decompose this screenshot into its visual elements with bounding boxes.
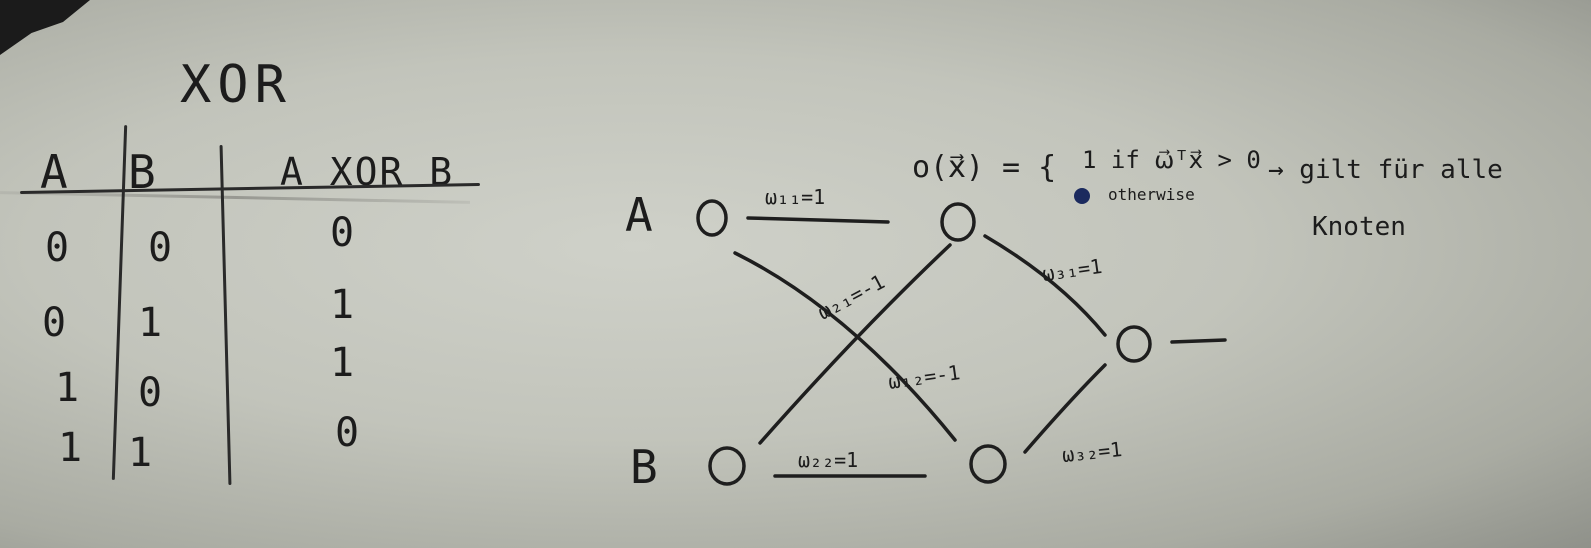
table-cell: 0 <box>45 225 72 271</box>
edge-w31 <box>983 234 1107 337</box>
node-hidden-2 <box>969 444 1007 484</box>
edge-w12 <box>733 251 957 442</box>
node-input-a <box>696 199 728 237</box>
table-cell: 0 <box>148 225 175 271</box>
table-cell: 0 <box>138 370 165 416</box>
weight-label-w11: ω₁₁=1 <box>765 185 826 209</box>
table-cell: 1 <box>128 430 155 476</box>
table-cell: 1 <box>58 425 85 471</box>
note-line-2: Knoten <box>1312 212 1406 242</box>
weight-label-w22: ω₂₂=1 <box>798 448 859 472</box>
table-cell: 1 <box>330 340 357 386</box>
table-cell: 1 <box>55 365 82 411</box>
node-input-b <box>708 446 746 486</box>
note-line-1: → gilt für alle <box>1268 155 1503 185</box>
output-line <box>1170 338 1227 344</box>
edge-w32 <box>1023 363 1107 454</box>
table-cell: 0 <box>335 410 362 456</box>
table-cell: 1 <box>330 282 357 328</box>
node-output <box>1116 325 1152 363</box>
edge-w21 <box>758 243 952 445</box>
input-label-b: B <box>630 440 658 494</box>
table-cell: 0 <box>42 300 69 346</box>
activation-lhs: o(x⃗) = { <box>912 150 1057 185</box>
page-title: XOR <box>180 55 292 115</box>
activation-zero-dot <box>1074 188 1090 204</box>
activation-case-zero-condition: otherwise <box>1108 185 1195 204</box>
table-cell: 1 <box>138 300 165 346</box>
input-label-a: A <box>625 188 653 242</box>
node-hidden-1 <box>940 202 976 242</box>
activation-case-one: 1 if ω⃗ᵀx⃗ > 0 <box>1082 146 1261 174</box>
edge-w11 <box>746 216 890 224</box>
table-cell: 0 <box>330 210 357 256</box>
